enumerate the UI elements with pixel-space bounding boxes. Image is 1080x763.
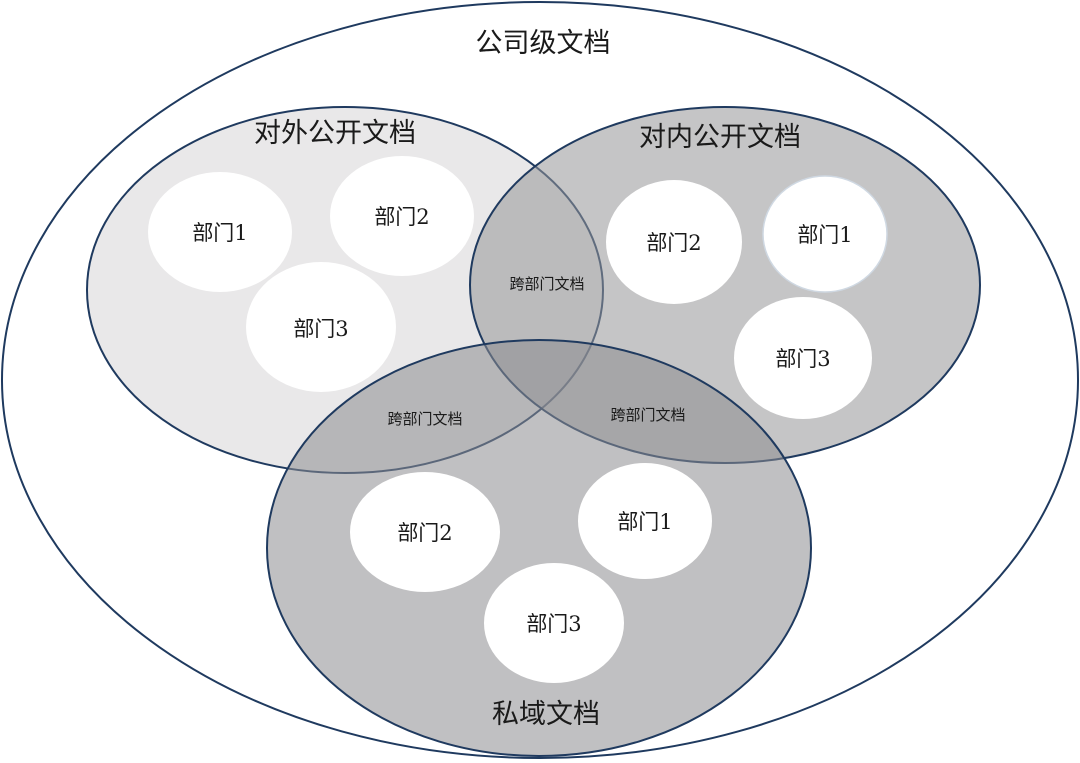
internal-dept-3-label: 部门3 [775, 347, 830, 371]
private-dept-3-label: 部门3 [526, 612, 581, 636]
external-dept-3-label: 部门3 [293, 317, 348, 341]
private-dept-3-circle [484, 563, 624, 683]
private-title: 私域文档 [492, 699, 600, 730]
external-dept-2-circle [330, 156, 474, 276]
external-dept-3-circle [246, 262, 396, 392]
private-dept-2-label: 部门2 [397, 521, 452, 545]
external-dept-2-label: 部门2 [374, 205, 429, 229]
internal-dept-1-circle [762, 175, 888, 293]
private-ellipse [266, 339, 812, 757]
private-dept-1-label: 部门1 [617, 510, 672, 534]
overlap-external-internal-label: 跨部门文档 [509, 275, 584, 293]
overlap-internal-private-label: 跨部门文档 [610, 406, 685, 424]
internal-dept-2-circle [606, 180, 742, 304]
internal-public-title: 对内公开文档 [639, 122, 801, 153]
company-title: 公司级文档 [476, 28, 611, 59]
external-dept-1-label: 部门1 [192, 221, 247, 245]
internal-dept-1-label: 部门1 [797, 223, 852, 247]
internal-dept-3-circle [734, 297, 872, 419]
internal-dept-2-label: 部门2 [646, 231, 701, 255]
private-dept-2-circle [350, 472, 500, 592]
overlap-external-private-label: 跨部门文档 [387, 410, 462, 428]
private-dept-1-circle [578, 463, 712, 579]
external-dept-1-circle [148, 172, 292, 292]
external-public-title: 对外公开文档 [254, 118, 416, 149]
